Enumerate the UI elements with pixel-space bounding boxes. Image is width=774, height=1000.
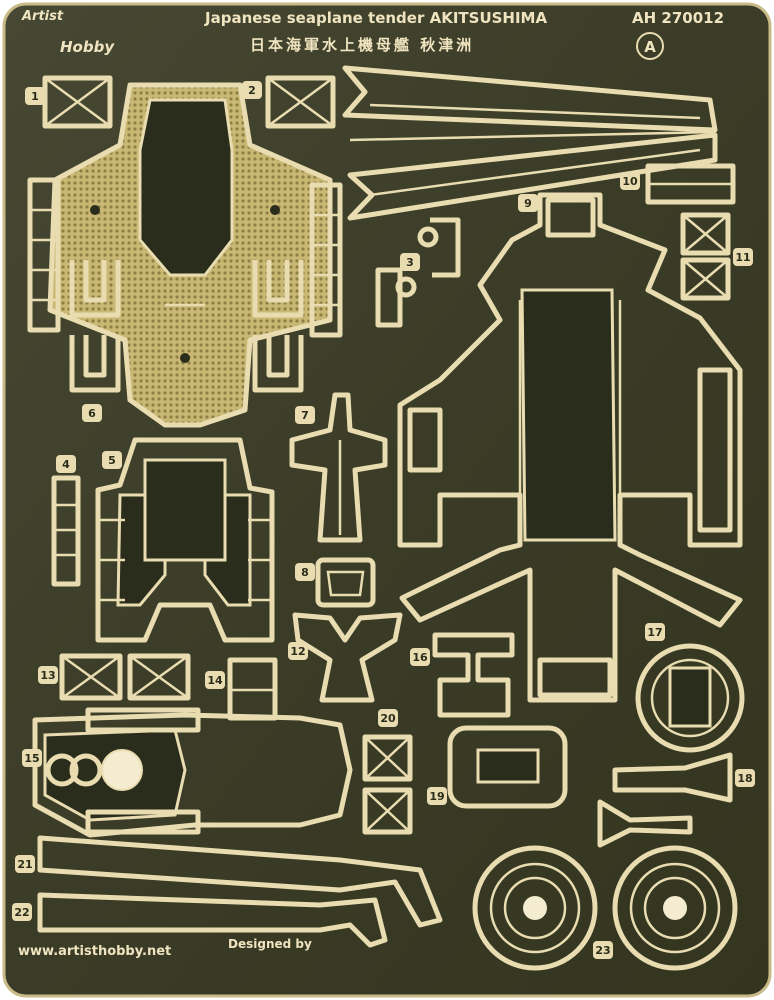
part-small-brackets — [375, 217, 461, 328]
part-round-hatch — [635, 643, 745, 753]
fret-code: AH 270012 — [632, 9, 724, 27]
part-number-label: 3 — [406, 256, 414, 269]
part-number-label: 12 — [290, 645, 305, 658]
part-number-label: 21 — [17, 858, 32, 871]
part-number-22: 22 — [12, 903, 32, 921]
part-tapered-truss — [342, 65, 718, 221]
part-number-5: 5 — [102, 451, 122, 469]
part-number-label: 10 — [622, 175, 638, 188]
part-number-4: 4 — [56, 455, 76, 473]
part-side-ladders — [27, 177, 343, 338]
part-number-23: 23 — [593, 941, 613, 959]
part-number-label: 18 — [737, 772, 752, 785]
part-number-label: 20 — [380, 712, 396, 725]
part-number-3: 3 — [400, 253, 420, 271]
part-number-label: 23 — [595, 944, 610, 957]
part-number-label: 9 — [524, 197, 532, 210]
part-number-15: 15 — [22, 749, 42, 767]
part-8-bracket — [315, 557, 376, 608]
brand-line2: Hobby — [60, 38, 115, 56]
part-x-frames-top — [42, 75, 336, 129]
part-number-label: 5 — [108, 454, 116, 467]
part-number-14: 14 — [205, 671, 225, 689]
part-number-20: 20 — [378, 709, 398, 727]
part-number-12: 12 — [288, 642, 308, 660]
part-number-label: 17 — [647, 626, 662, 639]
part-ladder-10 — [645, 163, 736, 205]
part-h-frame — [432, 632, 515, 718]
part-long-chassis — [32, 707, 353, 838]
part-number-7: 7 — [295, 406, 315, 424]
part-number-label: 7 — [301, 409, 309, 422]
part-number-18: 18 — [735, 769, 755, 787]
part-number-10: 10 — [620, 172, 640, 190]
designed-by: Designed by — [228, 937, 312, 951]
sheet-letter: A — [644, 38, 656, 56]
part-number-16: 16 — [410, 648, 430, 666]
part-fan-arms — [597, 752, 733, 848]
part-number-9: 9 — [518, 194, 538, 212]
part-y-support — [292, 612, 403, 703]
fret-title: Japanese seaplane tender AKITSUSHIMA — [204, 9, 547, 27]
part-number-label: 16 — [412, 651, 428, 664]
part-number-label: 22 — [14, 906, 29, 919]
part-number-2: 2 — [242, 81, 262, 99]
part-wheel-right — [612, 845, 738, 971]
part-number-label: 2 — [248, 84, 256, 97]
website: www.artisthobby.net — [18, 944, 171, 959]
part-number-1: 1 — [25, 87, 45, 105]
part-long-arm-22 — [37, 892, 388, 948]
part-number-label: 14 — [207, 674, 223, 687]
part-rounded-frame — [447, 725, 568, 809]
part-number-label: 11 — [735, 251, 750, 264]
part-number-label: 4 — [62, 458, 70, 471]
part-number-label: 6 — [88, 407, 96, 420]
part-number-label: 19 — [429, 790, 444, 803]
fret-subtitle: 日本海軍水上機母艦 秋津洲 — [250, 36, 474, 54]
part-upper-platform — [47, 82, 333, 428]
part-number-label: 1 — [31, 90, 39, 103]
part-ladder-4 — [51, 475, 81, 587]
part-x-frames-bottom — [59, 653, 278, 721]
part-mast-cross — [289, 392, 388, 543]
part-number-label: 13 — [40, 669, 55, 682]
part-number-label: 15 — [24, 752, 39, 765]
part-wheel-left — [472, 845, 598, 971]
part-mid-frame — [95, 437, 275, 643]
brand-line1: Artist — [21, 9, 64, 24]
part-x-frames-right — [680, 212, 731, 301]
part-number-label: 8 — [301, 566, 309, 579]
sheet-letter-circle — [636, 32, 664, 60]
part-long-arm-21 — [37, 835, 443, 928]
part-number-19: 19 — [427, 787, 447, 805]
part-u-brackets — [69, 260, 304, 393]
part-main-deck — [397, 192, 743, 703]
part-number-6: 6 — [82, 404, 102, 422]
part-number-8: 8 — [295, 563, 315, 581]
part-number-17: 17 — [645, 623, 665, 641]
part-x-frames-20 — [362, 734, 413, 835]
part-number-11: 11 — [733, 248, 753, 266]
part-number-13: 13 — [38, 666, 58, 684]
part-number-21: 21 — [15, 855, 35, 873]
